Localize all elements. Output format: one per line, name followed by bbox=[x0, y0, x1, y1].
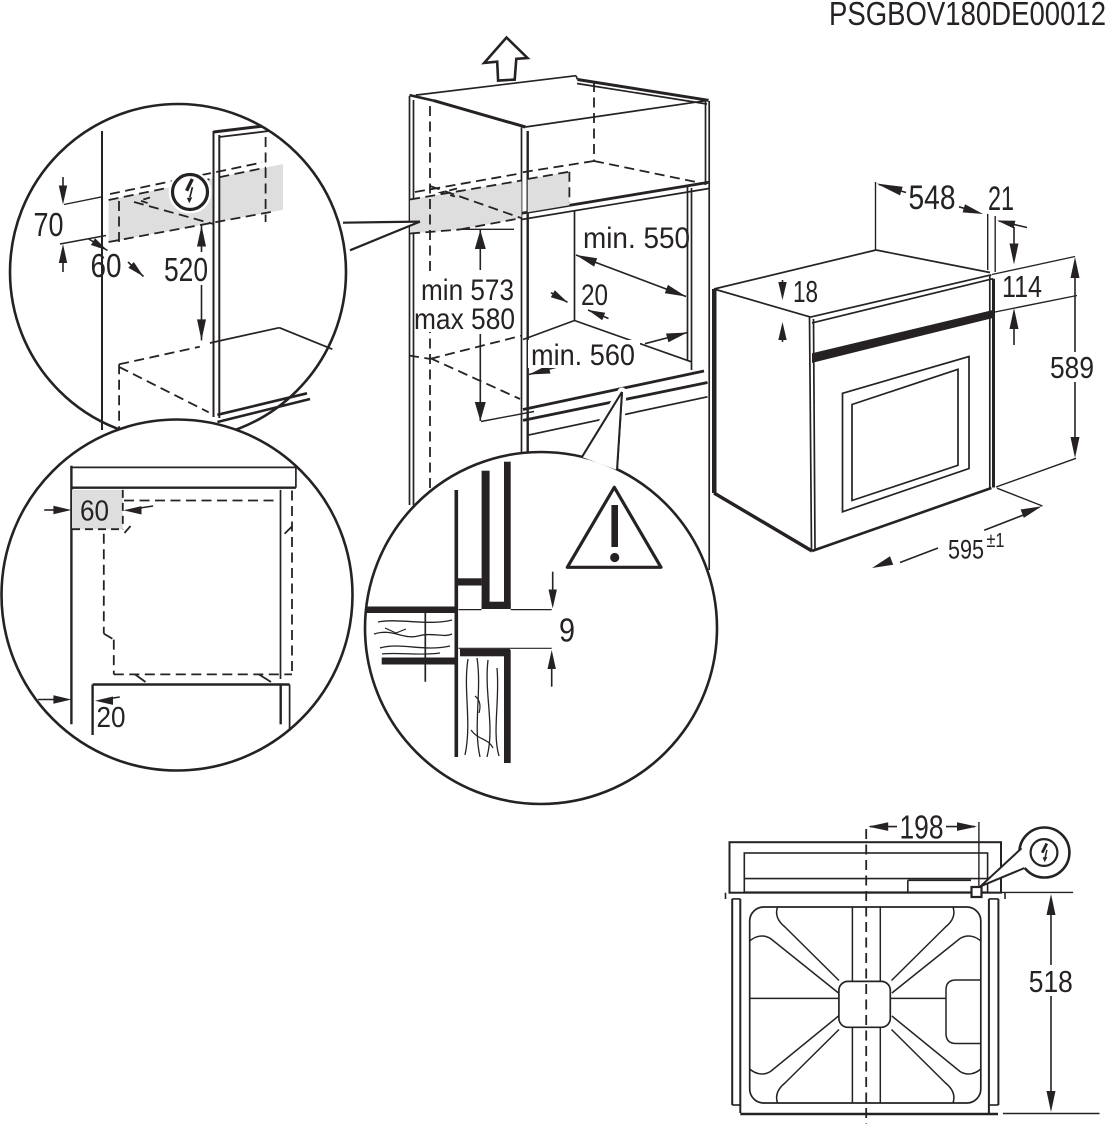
svg-text:198: 198 bbox=[900, 810, 944, 847]
svg-text:595: 595 bbox=[948, 535, 984, 565]
svg-text:21: 21 bbox=[988, 180, 1014, 218]
svg-text:20: 20 bbox=[97, 702, 126, 734]
svg-text:520: 520 bbox=[164, 251, 208, 288]
svg-text:60: 60 bbox=[80, 496, 109, 528]
svg-text:min. 550: min. 550 bbox=[583, 222, 690, 255]
svg-text:589: 589 bbox=[1050, 350, 1094, 385]
svg-text:min 573: min 573 bbox=[421, 274, 514, 307]
svg-text:114: 114 bbox=[1002, 269, 1042, 304]
svg-text:70: 70 bbox=[34, 206, 64, 243]
svg-text:20: 20 bbox=[581, 279, 608, 312]
svg-text:9: 9 bbox=[559, 612, 575, 649]
svg-text:max 580: max 580 bbox=[414, 303, 515, 336]
svg-text:±1: ±1 bbox=[987, 530, 1005, 552]
svg-text:60: 60 bbox=[91, 247, 122, 284]
svg-text:min. 560: min. 560 bbox=[531, 339, 635, 372]
svg-text:18: 18 bbox=[793, 274, 818, 309]
svg-text:PSGBOV180DE00012: PSGBOV180DE00012 bbox=[829, 0, 1106, 32]
svg-text:518: 518 bbox=[1029, 964, 1073, 999]
svg-text:548: 548 bbox=[909, 179, 956, 217]
